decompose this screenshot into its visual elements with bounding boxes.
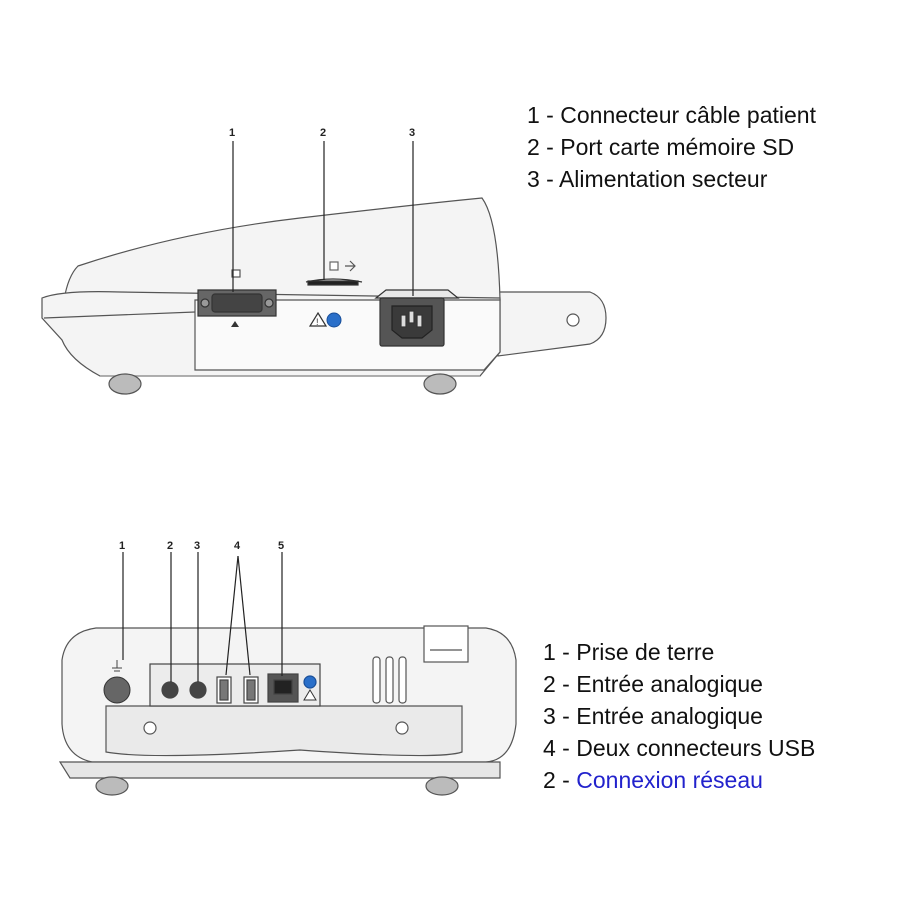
legend-item: 2 - Port carte mémoire SD [527,131,816,163]
legend-number: 4 [543,735,556,761]
rear-latch [423,625,469,663]
network-port [267,673,299,703]
side-callout-3: 3 [409,127,415,139]
rear-view-device [58,625,517,796]
vent-3 [398,656,407,704]
legend-separator: - [539,134,561,160]
side-callout-1: 1 [229,127,235,139]
legend-number: 3 [543,703,556,729]
legend-item: 1 - Connecteur câble patient [527,99,816,131]
rear-callout-1: 1 [119,540,125,552]
side-crease [43,311,196,319]
vent-1 [372,656,381,704]
legend-separator: - [555,703,577,729]
side-foot-right [423,373,457,395]
legend-item: 2 - Entrée analogique [543,668,815,700]
analog-input-1 [161,681,179,699]
side-callout-lines [232,141,414,296]
legend-text: Connecteur câble patient [560,102,816,128]
side-callout-2: 2 [320,127,326,139]
vent-2 [385,656,394,704]
legend-number: 2 [527,134,540,160]
legend-item: 2 - Connexion réseau [543,764,815,796]
legend-text: Alimentation secteur [558,166,768,192]
legend-number: 1 [543,639,556,665]
network-connection-link[interactable]: Connexion réseau [576,767,763,793]
rear-foot-left [95,776,129,796]
analog-input-2 [189,681,207,699]
legend-separator: - [555,735,577,761]
power-inlet [374,289,460,347]
sd-card-slot [305,260,363,286]
legend-item: 3 - Alimentation secteur [527,163,816,195]
side-handle [497,291,607,357]
legend-text: Deux connecteurs USB [576,735,816,761]
rear-port-panel [149,663,321,707]
svg-text:!: ! [316,317,319,327]
rear-callout-2: 2 [167,540,173,552]
side-view-legend: 1 - Connecteur câble patient 2 - Port ca… [527,99,816,195]
legend-text: Entrée analogique [576,671,763,697]
legend-number: 3 [527,166,540,192]
legend-number: 1 [527,102,540,128]
legend-separator: - [539,166,559,192]
rear-bottom-band [105,705,463,757]
legend-separator: - [555,671,577,697]
legend-item: 3 - Entrée analogique [543,700,815,732]
legend-separator: - [555,639,577,665]
legend-number: 2 [543,671,556,697]
legend-number: 2 [543,767,556,793]
handle-hole [566,313,580,327]
ground-stud [103,660,131,704]
rear-callout-3: 3 [194,540,200,552]
legend-text: Port carte mémoire SD [560,134,795,160]
legend-text: Prise de terre [576,639,715,665]
side-top-cover [63,197,501,301]
legend-item: 1 - Prise de terre [543,636,815,668]
legend-item: 4 - Deux connecteurs USB [543,732,815,764]
rear-view-legend: 1 - Prise de terre 2 - Entrée analogique… [543,636,815,796]
side-warning-symbols: ! [308,311,342,328]
rear-callout-lines [122,552,283,682]
patient-cable-connector [197,269,277,327]
rear-screw-left [143,721,157,735]
legend-text: Entrée analogique [576,703,763,729]
rear-foot-right [425,776,459,796]
legend-separator: - [555,767,577,793]
rear-base [58,761,501,779]
rear-screw-right [395,721,409,735]
rear-callout-5: 5 [278,540,284,552]
rear-callout-4: 4 [234,540,241,552]
side-foot-left [108,373,142,395]
legend-separator: - [539,102,561,128]
